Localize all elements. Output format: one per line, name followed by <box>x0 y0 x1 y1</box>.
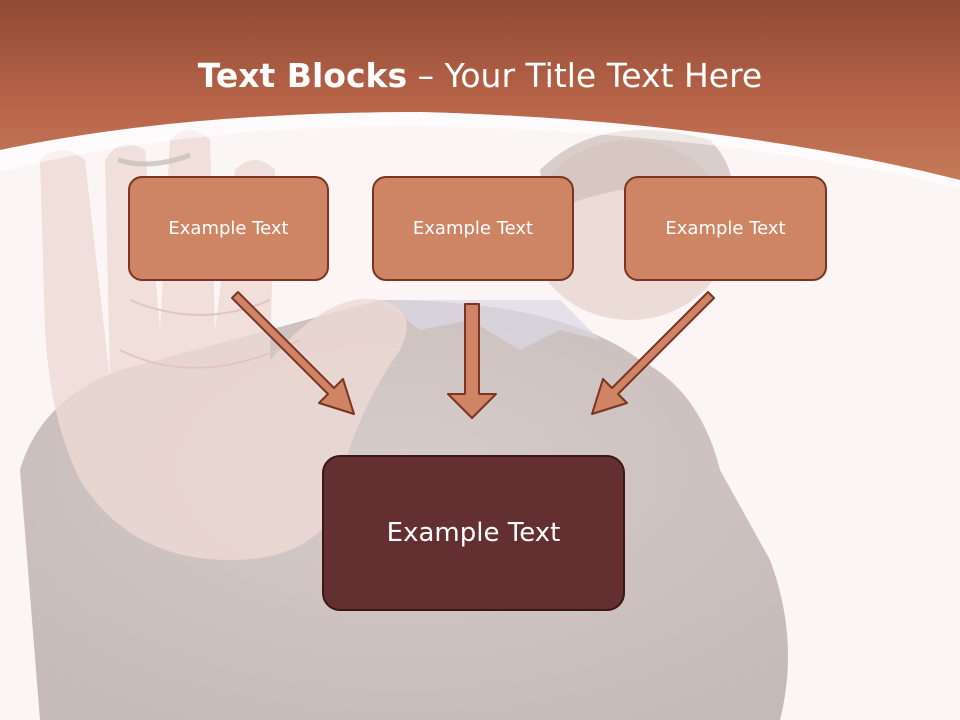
title-separator: – <box>407 56 445 95</box>
text-block-3[interactable]: Example Text <box>624 176 827 281</box>
title-bold: Text Blocks <box>197 56 408 95</box>
text-block-1[interactable]: Example Text <box>128 176 329 281</box>
header-band <box>0 0 960 188</box>
arrow-down-right-icon <box>231 291 355 415</box>
arrow-down-left-icon <box>591 291 715 415</box>
arrow-down-icon <box>447 303 497 419</box>
title-rest: Your Title Text Here <box>444 56 763 95</box>
main-text-block[interactable]: Example Text <box>322 455 625 611</box>
text-block-2[interactable]: Example Text <box>372 176 574 281</box>
slide-title: Text Blocks – Your Title Text Here <box>0 54 960 98</box>
